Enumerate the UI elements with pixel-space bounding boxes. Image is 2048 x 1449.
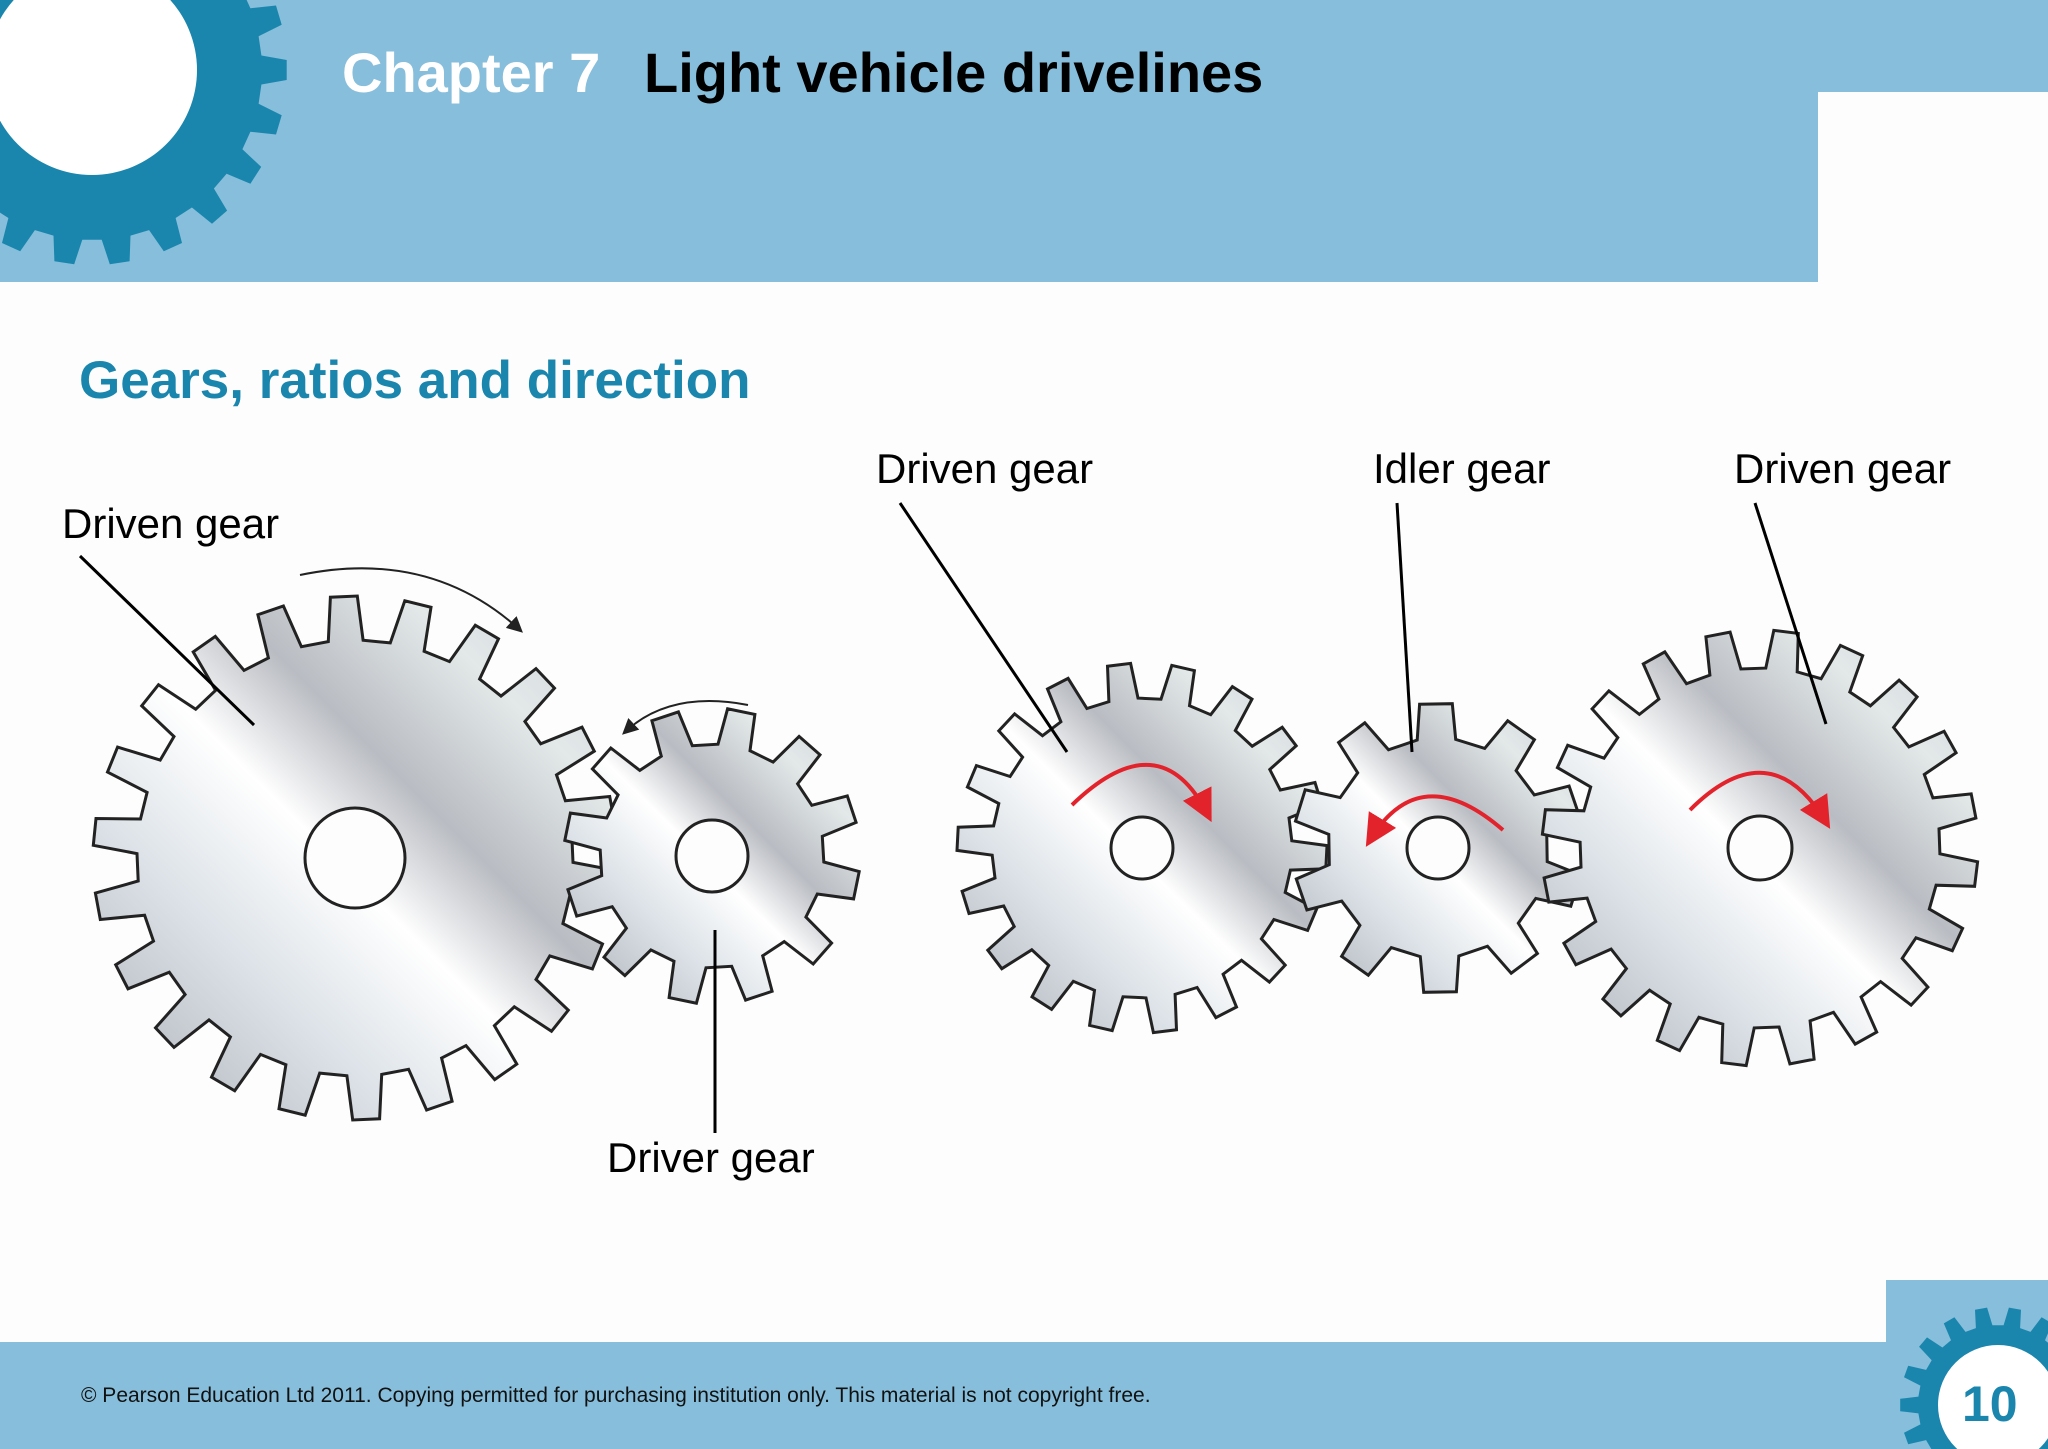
label-idler-gear: Idler gear [1373,445,1551,492]
footer-band [0,1342,2048,1449]
section-title: Gears, ratios and direction [79,351,751,410]
counterclockwise-arrow-red-idler [1365,794,1505,847]
header-band [0,0,1818,282]
header-band-extension [1818,0,2048,92]
header-cog-icon [0,0,287,265]
small-driver-gear [563,707,861,1005]
chapter-title: Light vehicle drivelines [644,41,1264,104]
clockwise-arrow-large [299,567,523,633]
clockwise-arrow-red-2 [1688,771,1831,829]
clockwise-arrow-red-1 [1070,762,1212,823]
leader-driven-middle [898,502,1069,753]
label-driven-gear-right: Driven gear [1734,445,1952,492]
leader-driven-right [1753,502,1828,725]
label-left-driven-gear: Driven gear [62,500,280,547]
leader-left-driven [78,554,256,727]
driven-gear-middle [955,661,1329,1035]
label-driven-gear-middle: Driven gear [876,445,1094,492]
footer-cog-icon [1900,1307,2048,1449]
copyright-notice: © Pearson Education Ltd 2011. Copying pe… [81,1384,1151,1407]
leader-idler [1395,502,1414,753]
chapter-number: Chapter 7 [342,41,601,104]
driven-gear-right [1540,628,1980,1068]
large-driven-gear [91,594,619,1122]
page-number: 10 [1962,1376,2018,1432]
label-driver-gear: Driver gear [607,1134,815,1181]
idler-gear [1293,702,1583,994]
counterclockwise-arrow-small [622,700,749,735]
